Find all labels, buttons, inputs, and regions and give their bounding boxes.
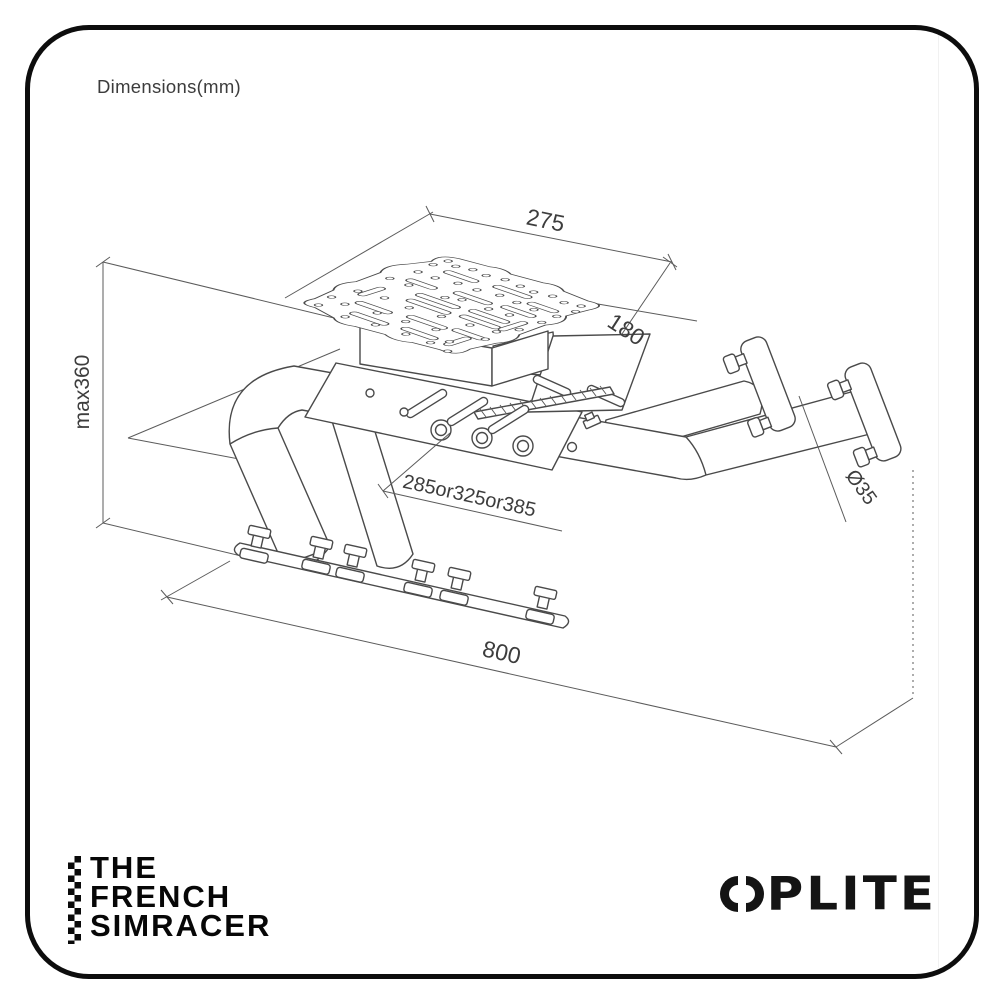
oplite-o-glyph <box>719 876 764 912</box>
foot-bolt <box>525 585 558 625</box>
foot-bolt <box>439 566 472 606</box>
bracket-hole <box>566 441 578 453</box>
oplite-logo: PLITE <box>719 867 937 921</box>
dim-label-275: 275 <box>524 204 567 237</box>
checkered-flag-strip <box>68 856 81 944</box>
bracket-t-nut <box>582 411 602 430</box>
drawing-title: Dimensions(mm) <box>97 76 241 97</box>
dim-corner-800 <box>835 697 914 748</box>
front-plate-bottom-bolt <box>852 446 878 468</box>
foot-bolt <box>403 558 436 598</box>
front-plate-top-bolt <box>826 379 853 401</box>
stand-structure <box>228 256 902 629</box>
background-seam <box>938 30 939 968</box>
dim-line-diameter <box>798 395 847 523</box>
slot-pin-set <box>487 404 534 457</box>
dim-label-max360: max360 <box>71 355 94 430</box>
tfs-line-french: FRENCH <box>90 879 232 914</box>
ext-line-800-left <box>160 560 231 601</box>
slot-pin-set <box>446 396 493 449</box>
rear-end-plate <box>722 336 796 438</box>
foot-bolt <box>301 535 334 575</box>
plate-holes <box>313 259 586 353</box>
floor-foot-assembly <box>233 524 570 629</box>
flange-hatching <box>479 385 607 418</box>
ext-line-275-left <box>284 211 434 299</box>
bracket-hole <box>399 407 409 417</box>
riser-side-face <box>491 330 549 387</box>
plate-slots <box>349 270 560 347</box>
dim-label-800: 800 <box>480 635 523 669</box>
tfs-logo-text: THE FRENCH SIMRACER <box>90 850 272 944</box>
tfs-line-simracer: SIMRACER <box>90 908 272 943</box>
dim-line-800 <box>166 596 837 748</box>
slot-pin-set <box>405 388 452 441</box>
riser-box <box>359 325 549 387</box>
foot-bolt <box>239 524 272 564</box>
tfs-line-the: THE <box>90 850 158 885</box>
rear-plate-top-bolt <box>722 353 748 375</box>
dim-ticks-275 <box>425 205 677 271</box>
front-end-plate <box>826 362 902 468</box>
dim-label-diameter: Ø35 <box>841 466 881 510</box>
the-french-simracer-logo: THE FRENCH SIMRACER <box>68 850 272 944</box>
dim-label-mount-width: 285or325or385 <box>401 471 538 522</box>
ext-line-180 <box>591 302 698 322</box>
ext-line-max360-bottom <box>102 522 259 561</box>
tube-bend-seam <box>685 436 707 476</box>
dim-line-mount-width <box>382 432 563 532</box>
rear-plate-bottom-bolt <box>747 416 773 438</box>
rounded-border <box>25 25 979 979</box>
oplite-logo-text: PLITE <box>766 867 937 921</box>
dim-tick-mount-width <box>377 483 389 499</box>
bracket-hole <box>365 388 375 398</box>
dim-line-275 <box>429 213 673 263</box>
top-mounting-plate <box>303 256 601 354</box>
foot-bolt <box>335 543 368 583</box>
